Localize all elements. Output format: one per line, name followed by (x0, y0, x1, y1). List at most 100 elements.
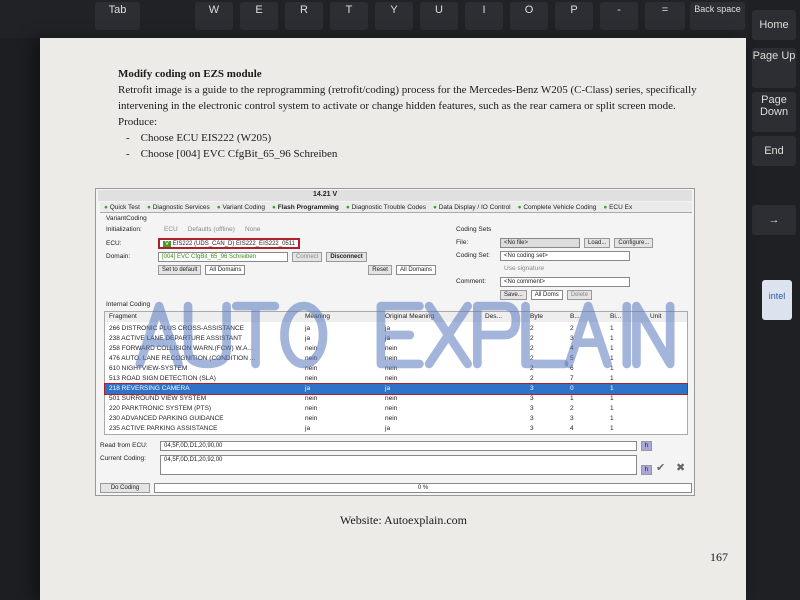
tab-data-display[interactable]: Data Display / IO Control (433, 204, 511, 211)
toolbar: 14.21 V (98, 190, 692, 201)
comment-field[interactable]: <No comment> (500, 276, 630, 287)
hex-button[interactable]: h (640, 465, 652, 475)
tab-complete-vehicle-coding[interactable]: Complete Vehicle Coding (518, 204, 596, 211)
meaning-cell: ja (305, 425, 311, 432)
radio-none[interactable]: None (244, 226, 261, 233)
bits-cell: 1 (610, 375, 614, 382)
col-meaning[interactable]: Meaning (305, 313, 330, 320)
original-meaning-cell: nein (385, 365, 398, 372)
configure-button[interactable]: Configure... (614, 237, 654, 248)
key-end: End (752, 136, 796, 166)
radio-ecu[interactable]: ECU (164, 226, 178, 233)
subtab-variantcoding[interactable]: VariantCoding (106, 215, 147, 222)
page-number: 167 (710, 550, 728, 564)
disconnect-button[interactable]: Disconnect (326, 251, 367, 262)
all-domains-select[interactable]: All Domains (395, 264, 436, 275)
col-bits[interactable]: Bi... (610, 313, 622, 320)
original-meaning-cell: nein (385, 395, 398, 402)
check-icon[interactable]: ✔ (656, 462, 666, 474)
key: - (600, 2, 638, 30)
radio-defaults[interactable]: Defaults (offline) (187, 226, 235, 233)
bits-cell: 1 (610, 395, 614, 402)
col-original[interactable]: Original Meaning (385, 313, 435, 320)
key: Y (375, 2, 413, 30)
table-header: Fragment Meaning Original Meaning Des...… (105, 312, 687, 322)
byte-cell: 3 (530, 385, 534, 392)
bits-cell: 1 (610, 365, 614, 372)
set-default-button[interactable]: Set to default (158, 264, 202, 275)
connect-button[interactable]: Connect (292, 251, 323, 262)
key-page-down: Page Down (752, 92, 796, 132)
bullet: - Choose [004] EVC CfgBit_65_96 Schreibe… (126, 148, 338, 160)
col-unit[interactable]: Unit (650, 313, 662, 320)
delete-button[interactable]: Delete (566, 289, 593, 300)
original-meaning-cell: nein (385, 355, 398, 362)
byte-cell: 2 (530, 375, 534, 382)
fragment-cell: 501 SURROUND VIEW SYSTEM (109, 395, 207, 402)
book-page: Modify coding on EZS module Retrofit ima… (40, 38, 746, 600)
tab-variant-coding[interactable]: Variant Coding (217, 204, 266, 211)
col-fragment[interactable]: Fragment (109, 313, 137, 320)
domain-filter[interactable]: All Domains (205, 264, 246, 275)
bits-cell: 1 (610, 345, 614, 352)
close-icon[interactable]: ✖ (676, 462, 686, 474)
bits-cell: 1 (610, 325, 614, 332)
all-doms-select[interactable]: All Doms (530, 289, 563, 300)
coding-set-select[interactable]: <No coding set> (500, 250, 630, 261)
key: T (330, 2, 368, 30)
table-row[interactable]: 476 AUTO. LANE RECOGNITION (CONDITION ..… (105, 354, 687, 364)
intel-sticker: intel (762, 280, 792, 320)
read-label: Read from ECU: (100, 442, 148, 449)
tab-dtc[interactable]: Diagnostic Trouble Codes (346, 204, 426, 211)
domain-select[interactable]: [004] EVC CfgBit_65_96 Schreiben (158, 251, 288, 262)
col-byte[interactable]: Byte (530, 313, 544, 320)
current-coding-field[interactable]: 04,5F,0D,D1,20,92,00 (160, 455, 637, 475)
bits-cell: 1 (610, 355, 614, 362)
byte-cell: 2 (530, 365, 534, 372)
coding-sets-label: Coding Sets (456, 226, 492, 233)
meaning-cell: ja (305, 385, 311, 392)
internal-coding-tab[interactable]: Internal Coding (106, 301, 151, 308)
bit-cell: 4 (570, 425, 574, 432)
byte-cell: 3 (530, 415, 534, 422)
comment-label: Comment: (456, 278, 486, 285)
byte-cell: 3 (530, 405, 534, 412)
use-signature-checkbox[interactable]: Use signature (504, 265, 545, 272)
do-coding-button[interactable]: Do Coding (100, 482, 150, 493)
bits-cell: 1 (610, 415, 614, 422)
hex-button[interactable]: h (640, 440, 652, 451)
col-des[interactable]: Des... (485, 313, 502, 320)
col-bit[interactable]: B... (570, 313, 580, 320)
load-button[interactable]: Load... (584, 237, 611, 248)
domain-label: Domain: (106, 253, 131, 260)
tab-ecu-ex[interactable]: ECU Ex (603, 204, 632, 211)
ecu-field[interactable]: V EIS222 (UDS_CAN_D) EIS222_EIS222_0511 (158, 238, 300, 249)
file-field[interactable]: <No file> (500, 237, 580, 248)
reset-button[interactable]: Reset (368, 264, 392, 275)
original-meaning-cell: ja (385, 325, 391, 332)
paragraph: intervening in the electronic control sy… (118, 100, 676, 112)
meaning-cell: nein (305, 405, 318, 412)
fragment-cell: 230 ADVANCED PARKING GUIDANCE (109, 415, 224, 422)
byte-cell: 2 (530, 325, 534, 332)
read-field[interactable]: 04,5F,0D,D1,20,90,00 (160, 440, 637, 451)
current-label: Current Coding: (100, 455, 146, 462)
table-row[interactable]: 258 FORWARD COLLISION WARN.(FCW) W.A...n… (105, 344, 687, 354)
bits-cell: 1 (610, 335, 614, 342)
byte-cell: 2 (530, 335, 534, 342)
tab-quick-test[interactable]: Quick Test (104, 204, 140, 211)
tab-diagnostic-services[interactable]: Diagnostic Services (147, 204, 210, 211)
save-button[interactable]: Save... (500, 289, 527, 300)
keyboard-side: Home Page Up Page Down End → intel (748, 0, 800, 600)
ecu-panel: ECU: V EIS222 (UDS_CAN_D) EIS222_EIS222_… (106, 237, 436, 276)
tab-flash-programming[interactable]: Flash Programming (272, 204, 339, 211)
